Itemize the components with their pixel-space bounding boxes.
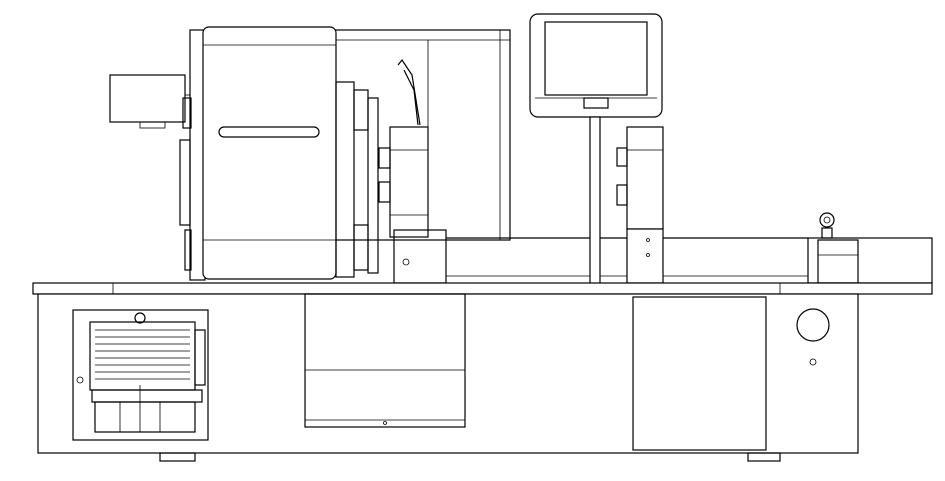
- main-unit: [179, 26, 379, 281]
- door-handle: [218, 126, 320, 138]
- eye-bolt: [819, 212, 835, 228]
- motor-compartment: [72, 309, 209, 441]
- center-clamp: [378, 58, 447, 284]
- left-auxiliary-box: [109, 74, 192, 129]
- right-clamp: [616, 126, 664, 284]
- right-door: [632, 296, 767, 451]
- right-conveyor: [807, 212, 933, 284]
- center-drawer: [304, 293, 466, 428]
- indicator: [809, 358, 817, 366]
- feet: [159, 452, 781, 462]
- table-top: [32, 282, 933, 295]
- control-knob: [796, 308, 830, 342]
- monitor: [529, 13, 663, 118]
